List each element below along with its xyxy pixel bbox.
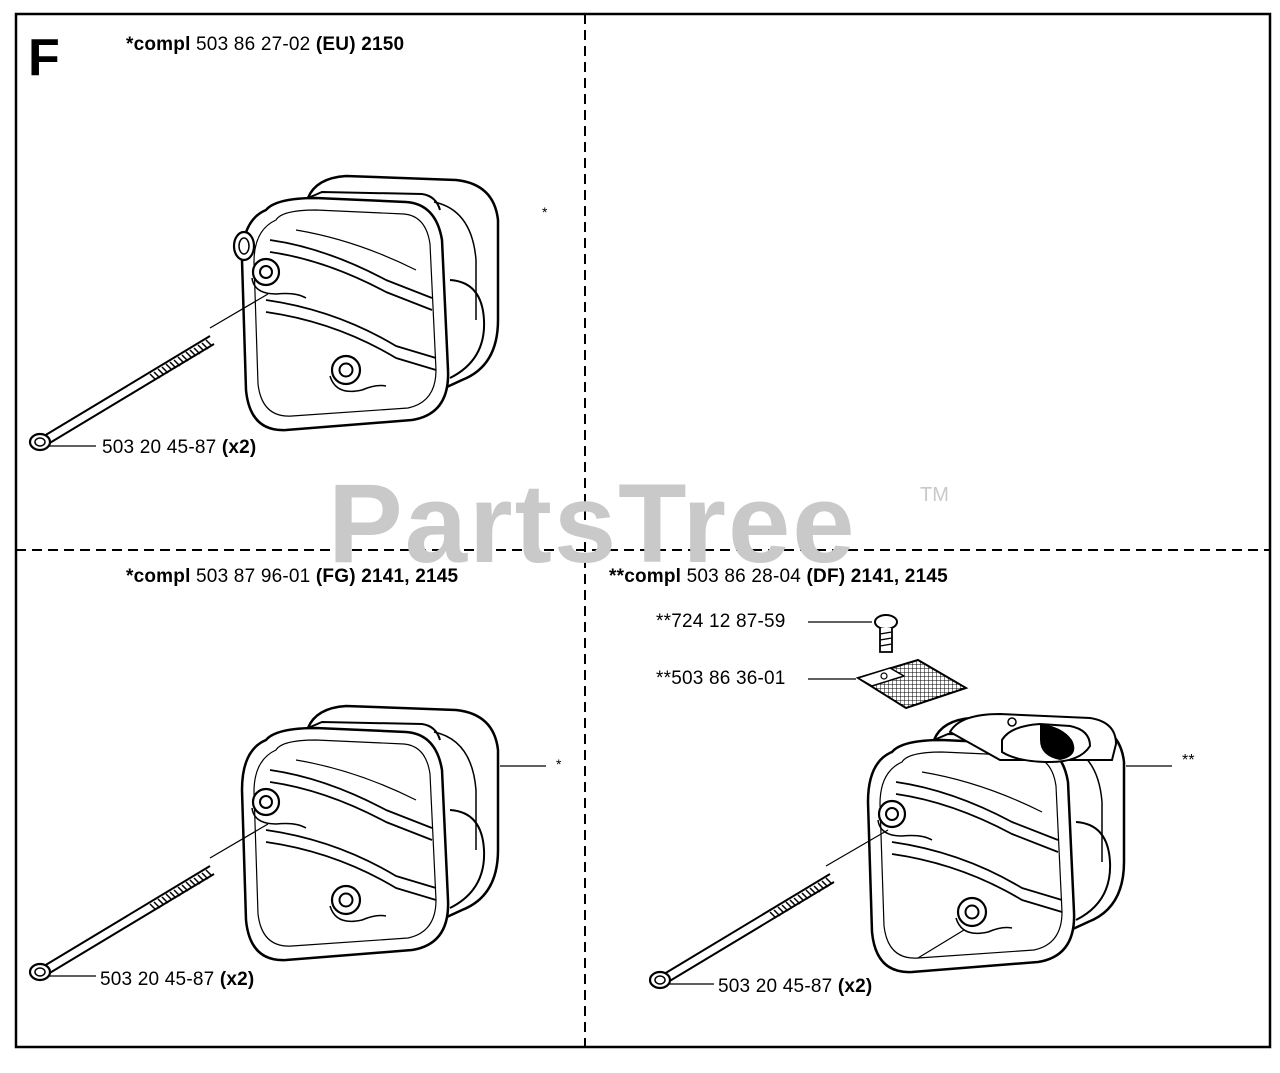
muffler-drawing-bottom-right <box>648 614 1172 990</box>
screw-drawing <box>874 614 898 653</box>
screw-part-label: **724 12 87-59 <box>656 611 786 632</box>
diagram-frame <box>14 12 1272 1049</box>
callout-marker-bottom-right: ** <box>1182 752 1195 769</box>
callout-marker-top-left: * <box>542 204 548 220</box>
bolt-label-bottom-left: 503 20 45-87 (x2) <box>100 969 255 990</box>
panel-heading-bottom-left: *compl 503 87 96-01 (FG) 2141, 2145 <box>126 566 459 587</box>
muffler-drawing-top-left <box>28 174 500 452</box>
panel-heading-top-left: *compl 503 86 27-02 (EU) 2150 <box>126 34 405 55</box>
muffler-drawing-bottom-left <box>28 704 546 982</box>
section-letter: F <box>28 29 60 87</box>
callout-marker-bottom-left: * <box>556 756 562 772</box>
watermark: PartsTree <box>328 461 857 586</box>
spark-screen-drawing <box>855 658 969 710</box>
bolt-label-top-left: 503 20 45-87 (x2) <box>102 437 257 458</box>
screen-part-label: **503 86 36-01 <box>656 668 786 689</box>
trademark-symbol: TM <box>920 484 949 506</box>
bolt-label-bottom-right: 503 20 45-87 (x2) <box>718 976 873 997</box>
panel-heading-bottom-right: **compl 503 86 28-04 (DF) 2141, 2145 <box>609 566 948 587</box>
